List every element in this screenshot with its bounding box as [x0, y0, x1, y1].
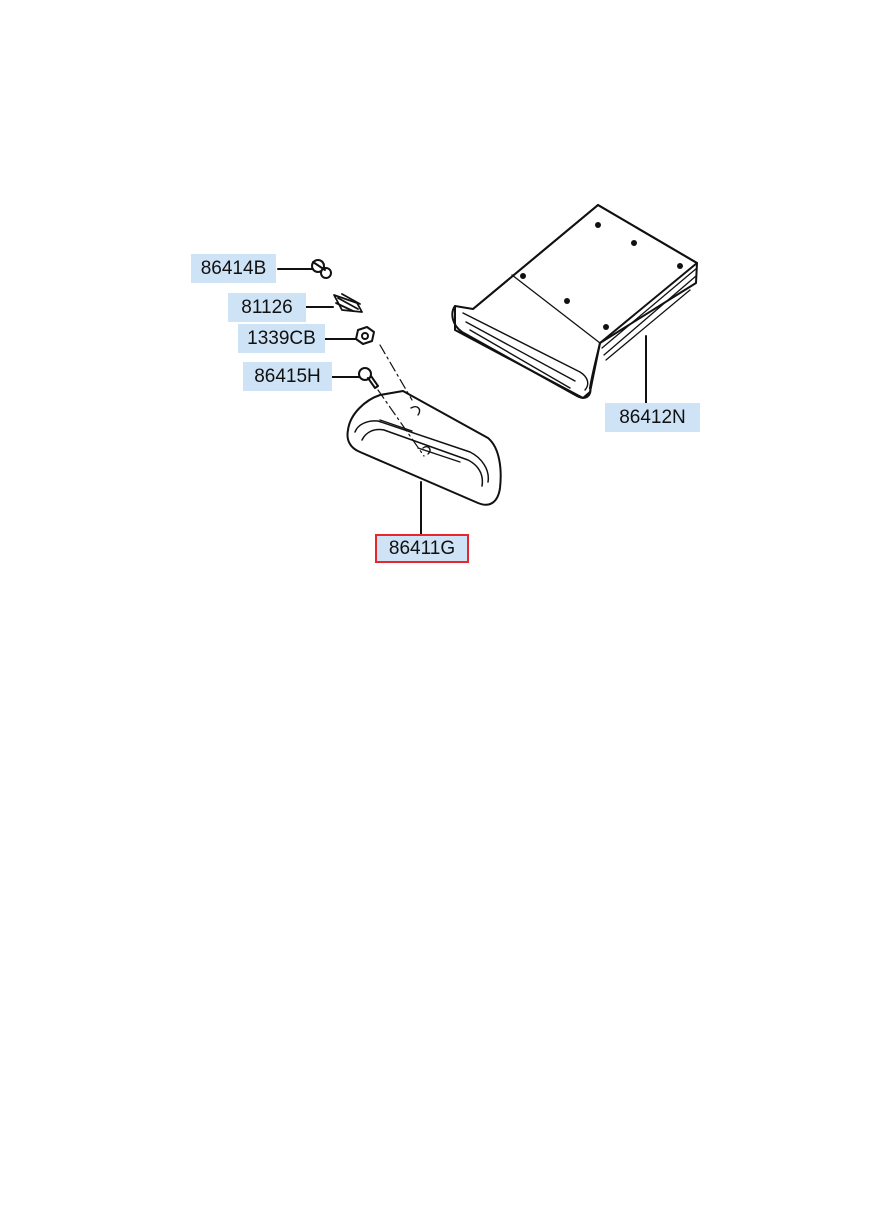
housing-86411G-drawing [346, 390, 502, 506]
alignment-lines [377, 344, 425, 457]
part-label-81126[interactable]: 81126 [228, 293, 306, 322]
clip-81126-drawing [333, 293, 363, 313]
leader-lines [277, 268, 647, 535]
part-label-1339CB[interactable]: 1339CB [238, 324, 325, 353]
nut-1339CB-drawing [355, 326, 375, 345]
part-label-86412N[interactable]: 86412N [605, 403, 700, 432]
part-label-86415H[interactable]: 86415H [243, 362, 332, 391]
part-label-86414B[interactable]: 86414B [191, 254, 276, 283]
panel-86412N-drawing [451, 204, 698, 399]
part-label-86411G-selected[interactable]: 86411G [375, 534, 469, 563]
bolt-86415H-drawing [358, 367, 379, 389]
screw-86414B-drawing [311, 259, 332, 279]
